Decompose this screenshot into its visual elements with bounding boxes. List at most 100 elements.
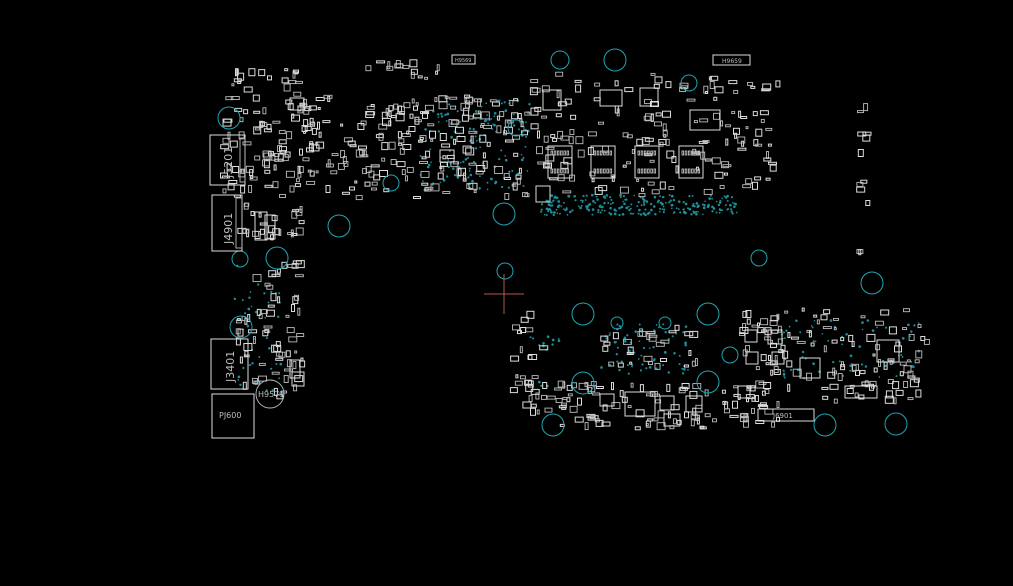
smd-pad [746, 388, 752, 392]
memory-chip-4[interactable] [678, 145, 704, 179]
via [687, 369, 689, 371]
smd-pad [555, 398, 563, 403]
via-field [233, 99, 921, 395]
mounting-hole [610, 316, 624, 330]
smd-pad [567, 393, 573, 397]
via [444, 113, 447, 117]
mounting-hole [813, 413, 837, 437]
part-label-top-small-left: H9569 [455, 58, 471, 64]
smd-pad [461, 114, 469, 122]
smd-pad [306, 147, 314, 153]
smd-pad [410, 68, 418, 75]
chip-pad [606, 150, 609, 156]
via [623, 336, 627, 340]
memory-chip-3[interactable] [634, 145, 660, 179]
via [812, 340, 815, 343]
smd-pad [448, 119, 458, 128]
smd-pad [520, 316, 529, 323]
via [542, 341, 545, 345]
connector-j4901[interactable]: J4901 [211, 194, 243, 252]
via [661, 196, 664, 199]
via [526, 111, 530, 114]
smd-pad [231, 83, 235, 87]
smd-pad [307, 123, 314, 127]
via [668, 194, 671, 197]
connector-j3401[interactable]: J3401 [210, 338, 249, 390]
smd-pad [869, 380, 877, 386]
smd-pad [387, 61, 391, 70]
ic-package [624, 391, 656, 417]
connector-j6901[interactable]: J6901 [757, 408, 815, 422]
via [573, 194, 577, 198]
smd-pad [703, 188, 713, 195]
connector-pj600[interactable]: PJ600 [211, 393, 255, 439]
smd-pad [915, 389, 922, 398]
smd-pad [566, 384, 573, 391]
connector-label-j3401: J3401 [224, 351, 237, 383]
mounting-hole [860, 271, 884, 295]
via [545, 207, 549, 211]
smd-pad [406, 166, 414, 173]
via [645, 200, 649, 203]
smd-pad [598, 121, 604, 125]
smd-pad [242, 381, 247, 390]
via [430, 161, 432, 164]
smd-pad [468, 115, 474, 120]
via [663, 351, 667, 354]
via [711, 210, 714, 213]
via [257, 283, 260, 286]
smd-pad [381, 157, 386, 162]
via [613, 212, 617, 216]
smd-pad [648, 334, 658, 338]
smd-pad [907, 370, 914, 379]
chip-pad [691, 168, 694, 174]
smd-pad [560, 135, 570, 141]
part-h9571[interactable]: H9571 [255, 379, 285, 409]
smd-pad [813, 314, 818, 318]
via [684, 343, 687, 347]
memory-chip-1[interactable] [547, 145, 573, 179]
smd-pad [562, 381, 566, 389]
smd-pad [561, 402, 568, 406]
via [704, 200, 706, 203]
smd-pad [342, 191, 350, 195]
via [735, 211, 738, 214]
smd-pad [722, 164, 732, 168]
smd-pad [602, 345, 609, 352]
smd-pad [449, 96, 458, 100]
smd-pad [411, 98, 415, 104]
smd-pad [271, 371, 280, 375]
smd-pad [309, 117, 314, 125]
smd-pad [720, 120, 724, 127]
via [878, 376, 881, 378]
smd-pad [754, 395, 759, 402]
smd-pad [435, 70, 439, 75]
via [682, 331, 685, 334]
part-top-small-right[interactable]: H9659 [712, 54, 751, 66]
smd-pad [340, 150, 346, 159]
via [524, 121, 527, 124]
smd-pad [414, 119, 422, 123]
via [504, 155, 507, 157]
connector-j5201[interactable]: J5201 [209, 134, 246, 186]
via [838, 360, 841, 363]
smd-pad [283, 83, 291, 92]
smd-pad [627, 405, 632, 409]
smd-pad [504, 193, 510, 200]
memory-chip-2[interactable] [590, 145, 616, 179]
via [637, 358, 640, 360]
mounting-hole [696, 370, 720, 394]
smd-pad [349, 186, 355, 191]
via [658, 210, 661, 213]
smd-pad [250, 211, 255, 216]
smd-pad [858, 394, 865, 400]
smd-pad [696, 417, 700, 425]
smd-pad [424, 187, 429, 192]
via [788, 325, 791, 328]
via [885, 326, 888, 329]
smd-pad [294, 375, 304, 383]
part-top-small-left[interactable]: H9569 [451, 54, 476, 65]
smd-pad [552, 137, 558, 142]
smd-pad [284, 368, 293, 372]
